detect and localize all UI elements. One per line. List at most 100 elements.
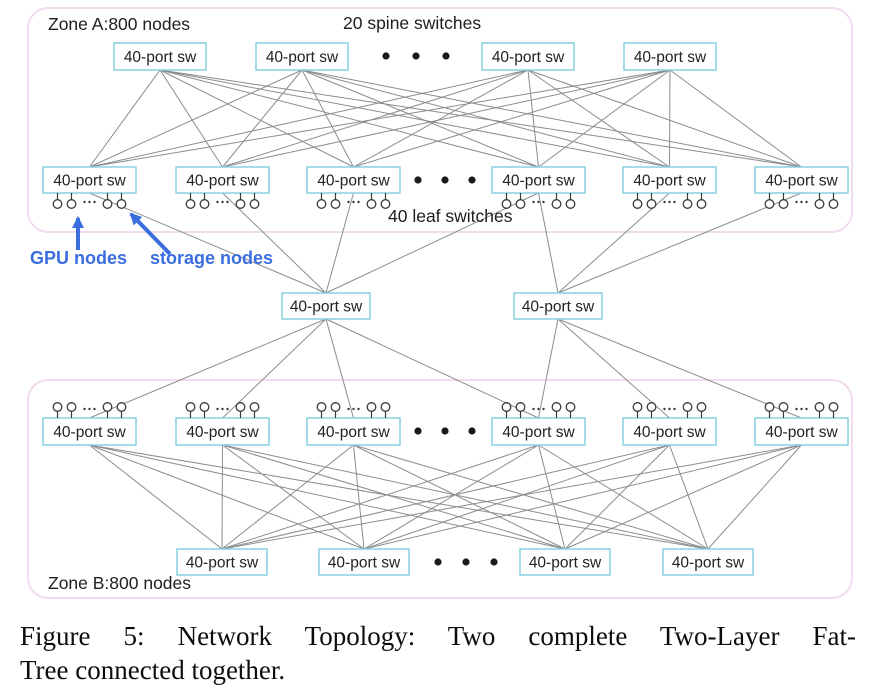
inter-zone-edge-down xyxy=(325,318,539,419)
node-ellipsis-dot xyxy=(221,407,224,411)
figure-caption: Figure 5: Network Topology: Two complete… xyxy=(20,619,856,687)
server-node-circle xyxy=(316,402,327,412)
server-node-circle xyxy=(52,402,63,412)
leaf-switch-box xyxy=(491,417,586,446)
inter-zone-edge-up xyxy=(557,192,670,294)
leaf-switch-box-label: 40-port sw xyxy=(186,424,259,441)
server-node-circle xyxy=(102,199,113,209)
zone-a-edge xyxy=(159,69,223,168)
leaf-switch-box-label: 40-port sw xyxy=(765,173,838,190)
server-node-circle xyxy=(515,402,526,412)
node-ellipsis-dot xyxy=(805,200,808,204)
node-ellipsis-dot xyxy=(537,200,540,204)
server-node-circle xyxy=(764,402,775,412)
inter-zone-switch-box-label: 40-port sw xyxy=(290,299,363,316)
caption-line-1: Figure 5: Network Topology: Two complete… xyxy=(20,621,856,651)
zone-b-edge xyxy=(353,444,709,550)
leaf-switch-box-label: 40-port sw xyxy=(186,173,259,190)
node-ellipsis-dot xyxy=(795,407,798,411)
inter-zone-switch-box xyxy=(513,292,603,320)
ellipsis-dot xyxy=(434,558,442,566)
spine-switch-box-label: 40-port sw xyxy=(124,49,197,66)
zone-a-edge xyxy=(89,69,303,168)
zone-b-edge xyxy=(363,444,802,550)
node-ellipsis-dot xyxy=(216,200,219,204)
spine-switch-box xyxy=(623,42,717,71)
zone-a-edge xyxy=(222,69,529,168)
zone-b-edge xyxy=(89,444,566,550)
zone-b-edge xyxy=(222,444,709,550)
zone-a-edge xyxy=(89,69,671,168)
node-ellipsis-dot xyxy=(673,200,676,204)
server-node-circle xyxy=(828,402,839,412)
caption-line-2: Tree connected together. xyxy=(20,655,286,685)
server-node-circle xyxy=(235,199,246,209)
zone-b-label: Zone B:800 nodes xyxy=(48,573,191,593)
zone-a-edge xyxy=(89,69,161,168)
inter-zone-edge-up xyxy=(325,192,354,294)
server-node-circle xyxy=(199,199,210,209)
server-node-circle xyxy=(380,199,391,209)
zone-a-edge xyxy=(669,69,671,168)
server-node-circle xyxy=(682,199,693,209)
leaf-switch-box xyxy=(306,166,401,194)
node-ellipsis-dot xyxy=(352,200,355,204)
zone-a-edge xyxy=(527,69,802,168)
zone-a-edge xyxy=(301,69,670,168)
inter-zone-edge-up xyxy=(89,192,327,294)
leaf-switch-box xyxy=(175,166,270,194)
inter-zone-switch-box-label: 40-port sw xyxy=(522,299,595,316)
server-node-circle xyxy=(185,199,196,209)
zone-b-edge xyxy=(221,444,354,550)
ellipsis-dot xyxy=(490,558,498,566)
node-ellipsis-dot xyxy=(357,407,360,411)
leaf-switch-box-label: 40-port sw xyxy=(633,424,706,441)
ellipsis-dot xyxy=(468,176,476,184)
node-ellipsis-dot xyxy=(532,407,535,411)
node-ellipsis-dot xyxy=(663,407,666,411)
server-node-circle xyxy=(551,402,562,412)
zone-b-edge xyxy=(353,444,566,550)
leaf-switch-box xyxy=(42,417,137,446)
node-ellipsis-dot xyxy=(800,407,803,411)
zone-b-edge xyxy=(538,444,709,550)
node-ellipsis-dot xyxy=(93,200,96,204)
server-node-circle xyxy=(66,199,77,209)
server-node-circle xyxy=(366,402,377,412)
node-ellipsis-dot xyxy=(226,200,229,204)
zone-b-edge xyxy=(538,444,566,550)
inter-zone-edge-up xyxy=(222,192,327,294)
node-ellipsis-dot xyxy=(805,407,808,411)
zone-b-edge xyxy=(707,444,802,550)
spine-switch-box-label: 40-port sw xyxy=(186,555,259,572)
spine-switch-box-label: 40-port sw xyxy=(529,555,602,572)
server-node-circle xyxy=(501,199,512,209)
zone-a-edge xyxy=(301,69,539,168)
zone-b-edge xyxy=(222,444,566,550)
node-ellipsis-dot xyxy=(347,407,350,411)
zone-b-edge xyxy=(669,444,709,550)
zone-a-edge xyxy=(222,69,303,168)
leaf-switch-box-label: 40-port sw xyxy=(502,173,575,190)
server-node-circle xyxy=(632,402,643,412)
node-ellipsis-dot xyxy=(668,407,671,411)
storage-nodes-label: storage nodes xyxy=(150,248,273,268)
zone-b-edge xyxy=(89,444,709,550)
node-ellipsis-dot xyxy=(795,200,798,204)
spine-switch-box xyxy=(662,548,754,576)
server-node-circle xyxy=(828,199,839,209)
zone-a-edge xyxy=(222,69,671,168)
server-node-circle xyxy=(515,199,526,209)
spine-switch-box xyxy=(176,548,268,576)
ellipsis-dot xyxy=(382,52,390,60)
zone-a-edge xyxy=(527,69,670,168)
node-ellipsis-dot xyxy=(668,200,671,204)
inter-zone-edge-down xyxy=(557,318,802,419)
server-node-circle xyxy=(501,402,512,412)
zone-a-edge xyxy=(301,69,354,168)
server-node-circle xyxy=(778,199,789,209)
ellipsis-dot xyxy=(441,427,449,435)
leaf-switch-box-label: 40-port sw xyxy=(765,424,838,441)
inter-zone-edge-down xyxy=(538,318,559,419)
node-ellipsis-dot xyxy=(88,407,91,411)
